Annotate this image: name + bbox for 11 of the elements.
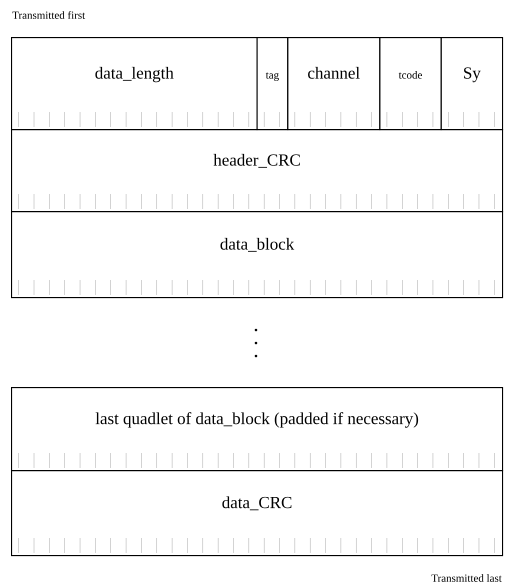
caption-text: Transmitted first: [12, 11, 86, 19]
field-box: data_block: [11, 211, 504, 298]
field-box: channel: [287, 37, 380, 130]
field-box: data_length: [11, 37, 258, 130]
field-box: tag: [256, 37, 288, 130]
field-box: tcode: [379, 37, 442, 130]
field-box: header_CRC: [11, 129, 504, 212]
field-box: last quadlet of data_block (padded if necessary): [11, 387, 504, 472]
field-box: Sy: [440, 37, 504, 130]
field-box: data_CRC: [11, 470, 504, 556]
caption-text: Transmitted last: [431, 574, 502, 582]
